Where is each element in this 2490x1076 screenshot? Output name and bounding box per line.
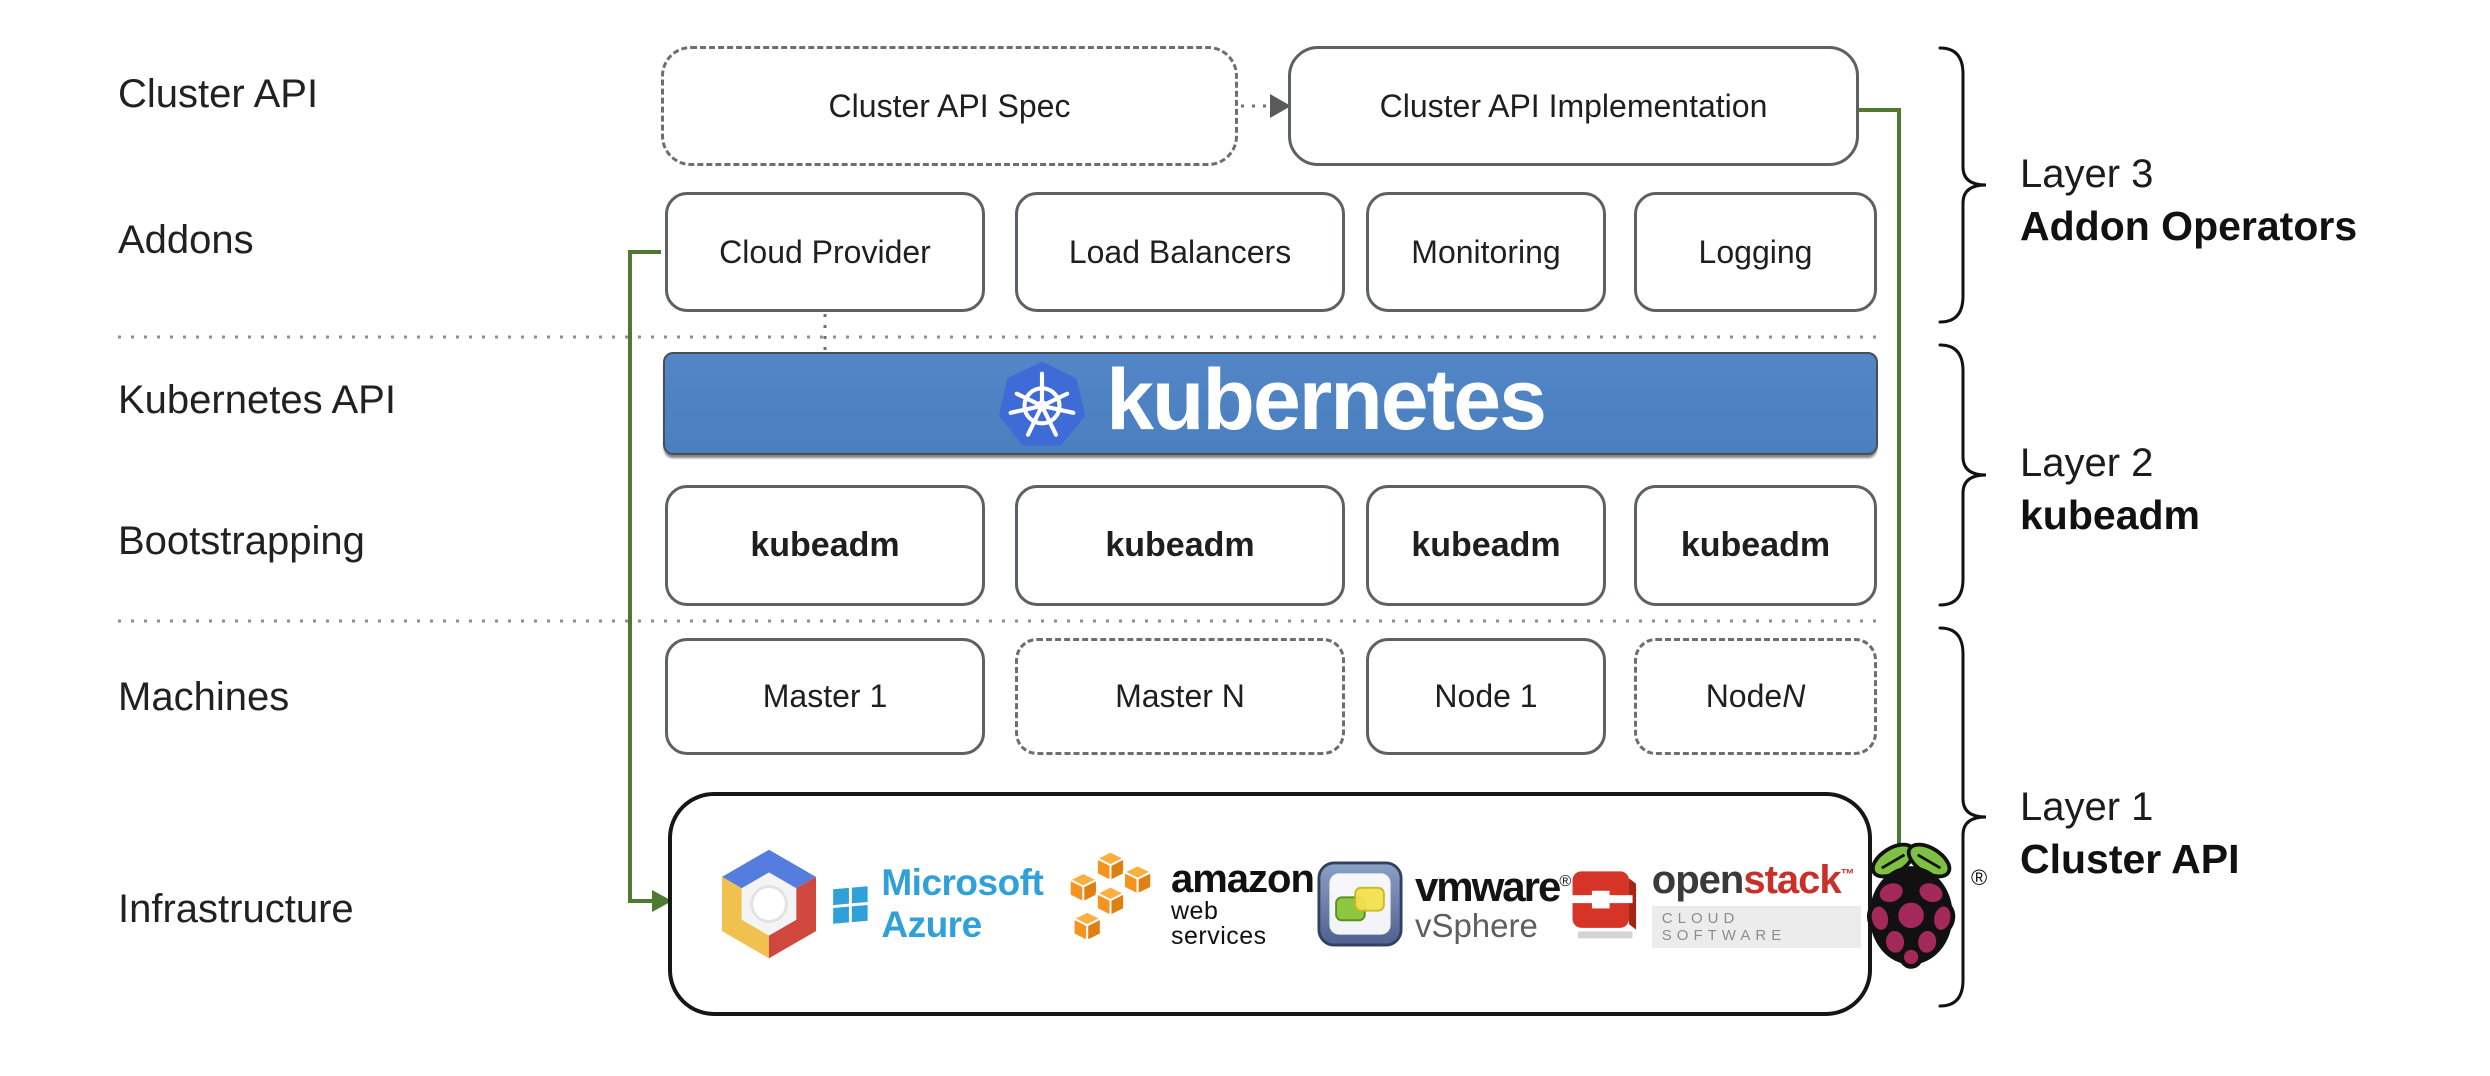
- kubeadm-box-1: kubeadm: [665, 485, 985, 606]
- google-cloud-logo: [706, 841, 832, 967]
- infrastructure-box: Microsoft Azure: [668, 792, 1987, 1016]
- aws-wordmark: amazon web services: [1171, 859, 1317, 949]
- addon-box-monitoring: Monitoring: [1366, 192, 1606, 312]
- openstack-wordmark-open: open: [1651, 858, 1745, 902]
- addon-box-logging: Logging: [1634, 192, 1877, 312]
- google-cloud-icon: [721, 849, 817, 959]
- row-label-cluster-api: Cluster API: [118, 72, 319, 116]
- layer-2-title: Layer 2: [2020, 441, 2154, 485]
- kubeadm-box-2: kubeadm: [1015, 485, 1345, 606]
- raspberry-pi-icon: [1866, 842, 1956, 969]
- raspberry-pi-logo: ®: [1861, 837, 1987, 971]
- row-label-machines: Machines: [118, 675, 290, 719]
- openstack-logo: openstack™ CLOUD SOFTWARE: [1569, 858, 1862, 948]
- addon-box-cloud-provider: Cloud Provider: [665, 192, 985, 312]
- machine-box-node-1: Node 1: [1366, 638, 1606, 755]
- openstack-wordmark-stack: stack: [1743, 858, 1841, 902]
- aws-wordmark-line2: web services: [1170, 897, 1267, 950]
- layer-3-title: Layer 3: [2020, 152, 2154, 196]
- layer-3-label: Layer 3 Addon Operators: [2020, 148, 2357, 252]
- layer-3-subtitle: Addon Operators: [2020, 203, 2358, 249]
- layer-1-subtitle: Cluster API: [2020, 836, 2240, 882]
- vsphere-icon: [1317, 861, 1403, 947]
- row-label-infrastructure: Infrastructure: [118, 887, 354, 931]
- aws-wordmark-line1: amazon: [1170, 857, 1315, 901]
- vmware-wordmark-line1: vmware: [1414, 862, 1561, 910]
- openstack-trademark: ™: [1840, 865, 1855, 882]
- addon-box-load-balancers: Load Balancers: [1015, 192, 1345, 312]
- kubeadm-box-4: kubeadm: [1634, 485, 1877, 606]
- layer-2-label: Layer 2 kubeadm: [2020, 437, 2200, 541]
- openstack-subtitle: CLOUD SOFTWARE: [1651, 906, 1862, 948]
- machine-box-node-n: Node N: [1634, 638, 1877, 755]
- raspberry-pi-registered-mark: ®: [1971, 865, 1988, 890]
- microsoft-azure-logo: Microsoft Azure: [832, 862, 1062, 946]
- cluster-api-implementation-box: Cluster API Implementation: [1288, 46, 1859, 166]
- kubeadm-box-3: kubeadm: [1366, 485, 1606, 606]
- kubernetes-wheel-icon: [999, 361, 1086, 446]
- layer-1-title: Layer 1: [2020, 785, 2154, 829]
- vmware-wordmark: vmware® vSphere: [1414, 862, 1571, 944]
- row-label-addons: Addons: [118, 218, 254, 262]
- machine-box-node-n-label: Node: [1705, 678, 1783, 714]
- machine-box-master-1: Master 1: [665, 638, 985, 755]
- kubernetes-banner: kubernetes: [663, 352, 1878, 455]
- vmware-vsphere-logo: vmware® vSphere: [1317, 861, 1571, 947]
- layer3-brace: [1938, 46, 1987, 324]
- green-connector-left: [628, 250, 661, 903]
- row-label-kubernetes-api: Kubernetes API: [118, 378, 396, 422]
- amazon-web-services-logo: amazon web services: [1062, 850, 1317, 958]
- row-label-bootstrapping: Bootstrapping: [118, 519, 365, 563]
- openstack-wordmark: openstack™ CLOUD SOFTWARE: [1651, 858, 1862, 948]
- azure-window-icon: [833, 886, 868, 924]
- aws-cubes-icon: [1067, 850, 1154, 943]
- machine-box-node-n-suffix: N: [1782, 678, 1806, 714]
- openstack-icon: [1569, 871, 1637, 939]
- kubernetes-banner-text: kubernetes: [1106, 352, 1547, 448]
- layer2-brace: [1938, 343, 1987, 607]
- azure-wordmark: Microsoft Azure: [881, 862, 1044, 945]
- layer-2-subtitle: kubeadm: [2020, 492, 2200, 538]
- cluster-api-spec-box: Cluster API Spec: [661, 46, 1238, 166]
- vmware-registered-mark: ®: [1559, 872, 1571, 890]
- layer-1-label: Layer 1 Cluster API: [2020, 781, 2239, 885]
- vmware-wordmark-line2: vSphere: [1414, 906, 1538, 944]
- machine-box-master-n: Master N: [1015, 638, 1345, 755]
